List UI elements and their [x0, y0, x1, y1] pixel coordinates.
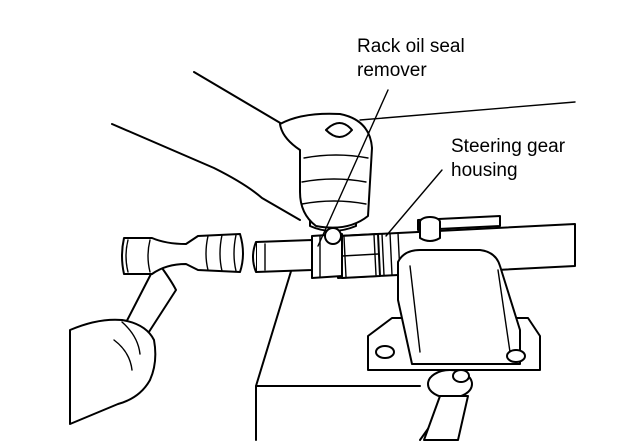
upper-hand [111, 71, 373, 229]
bench-vise [367, 249, 541, 441]
leader-lines [317, 89, 576, 247]
housing-label-line2: housing [451, 160, 518, 181]
lower-hand [69, 318, 157, 425]
steering-gear-housing-label: Steering gear housing [451, 135, 565, 183]
remover-label-line1: Rack oil seal [357, 36, 465, 57]
rack-oil-seal-remover-label: Rack oil seal remover [357, 35, 465, 83]
housing-label-line1: Steering gear [451, 136, 566, 157]
remover-label-line2: remover [357, 60, 427, 81]
